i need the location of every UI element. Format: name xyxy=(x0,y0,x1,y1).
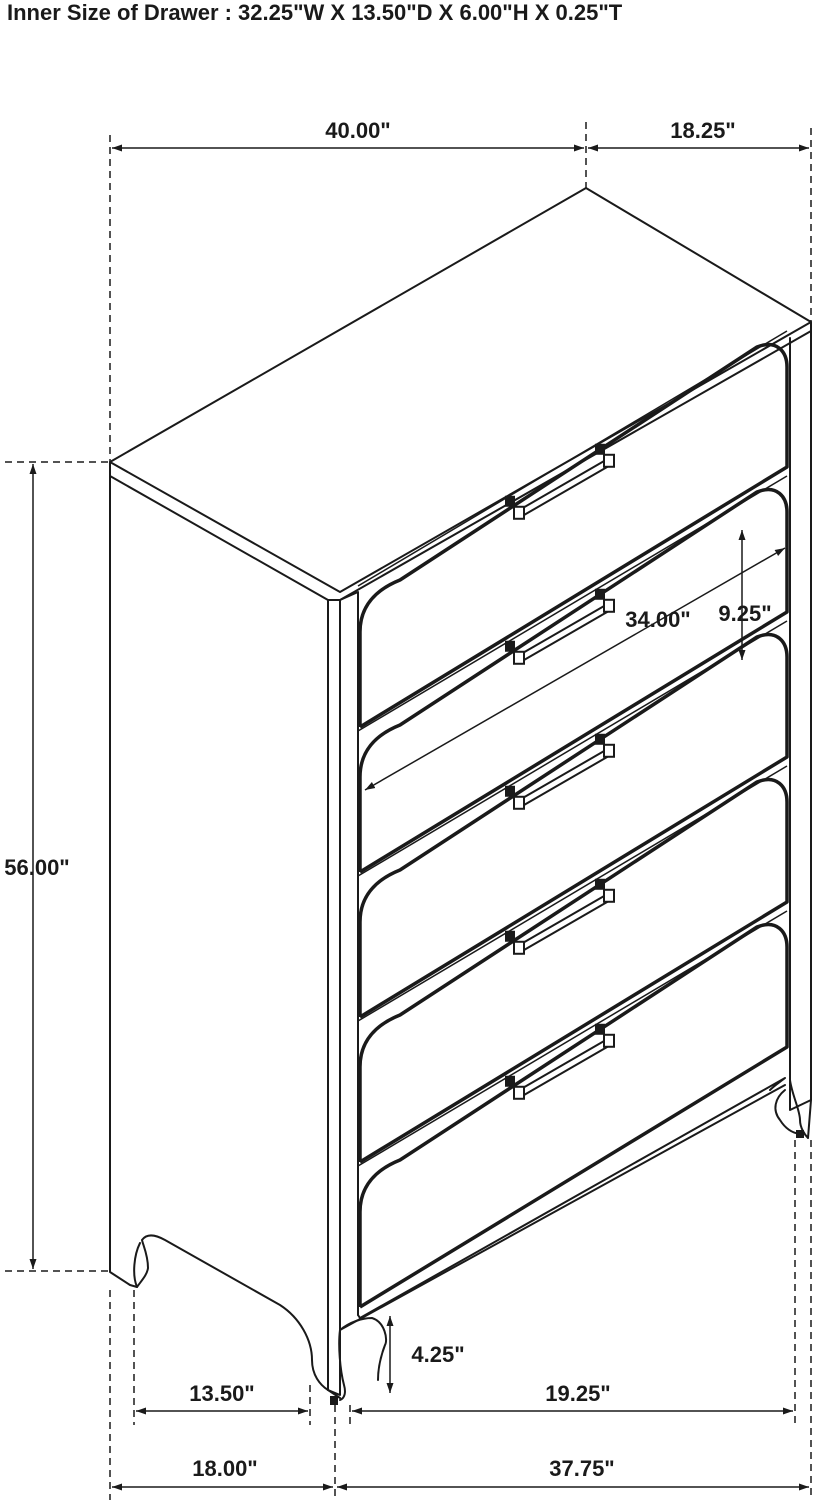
dim-line-drawer-width xyxy=(364,547,786,791)
top-edge xyxy=(109,321,812,601)
label-front-outer-width: 37.75" xyxy=(549,1456,614,1481)
drawer-handle[interactable] xyxy=(505,443,615,520)
label-overall-width: 40.00" xyxy=(325,118,390,143)
drawer-4[interactable] xyxy=(357,765,789,1164)
drawer-frame-line xyxy=(357,620,788,877)
drawer-handle[interactable] xyxy=(505,1023,615,1100)
drawer-2[interactable] xyxy=(357,475,789,874)
drawer-frame-line xyxy=(357,910,788,1167)
label-front-inner-width: 19.25" xyxy=(545,1381,610,1406)
label-leg-clearance: 4.25" xyxy=(411,1342,464,1367)
label-drawer-width: 34.00" xyxy=(625,607,690,632)
drawer-frame-line xyxy=(357,765,788,1022)
drawer-front xyxy=(358,922,789,1309)
drawer-5[interactable] xyxy=(357,910,789,1309)
label-side-outer-depth: 18.00" xyxy=(192,1456,257,1481)
drawer-front xyxy=(358,777,789,1164)
chest-drawing xyxy=(109,187,812,1405)
drawer-front xyxy=(358,342,789,729)
front-apron xyxy=(357,1077,786,1319)
dimension-lines xyxy=(5,122,812,1500)
front-left-stile xyxy=(327,599,341,1396)
dimension-labels: 40.00" 18.25" 56.00" 34.00" 9.25" 4.25" … xyxy=(4,118,771,1481)
label-drawer-height: 9.25" xyxy=(718,601,771,626)
drawer-1[interactable] xyxy=(357,330,789,729)
drawer-frame-line xyxy=(357,330,788,587)
drawer-handle[interactable] xyxy=(505,878,615,955)
header-title: Inner Size of Drawer : 32.25"W X 13.50"D… xyxy=(7,0,623,25)
front-right-stile xyxy=(789,330,812,1111)
drawer-3[interactable] xyxy=(357,620,789,1019)
side-leg-curl xyxy=(133,1242,141,1288)
label-side-inner-depth: 13.50" xyxy=(189,1381,254,1406)
side-panel xyxy=(109,475,329,1391)
drawer-stack xyxy=(357,330,789,1309)
label-overall-depth: 18.25" xyxy=(670,118,735,143)
label-overall-height: 56.00" xyxy=(4,855,69,880)
front-right-leg xyxy=(789,1057,812,1139)
